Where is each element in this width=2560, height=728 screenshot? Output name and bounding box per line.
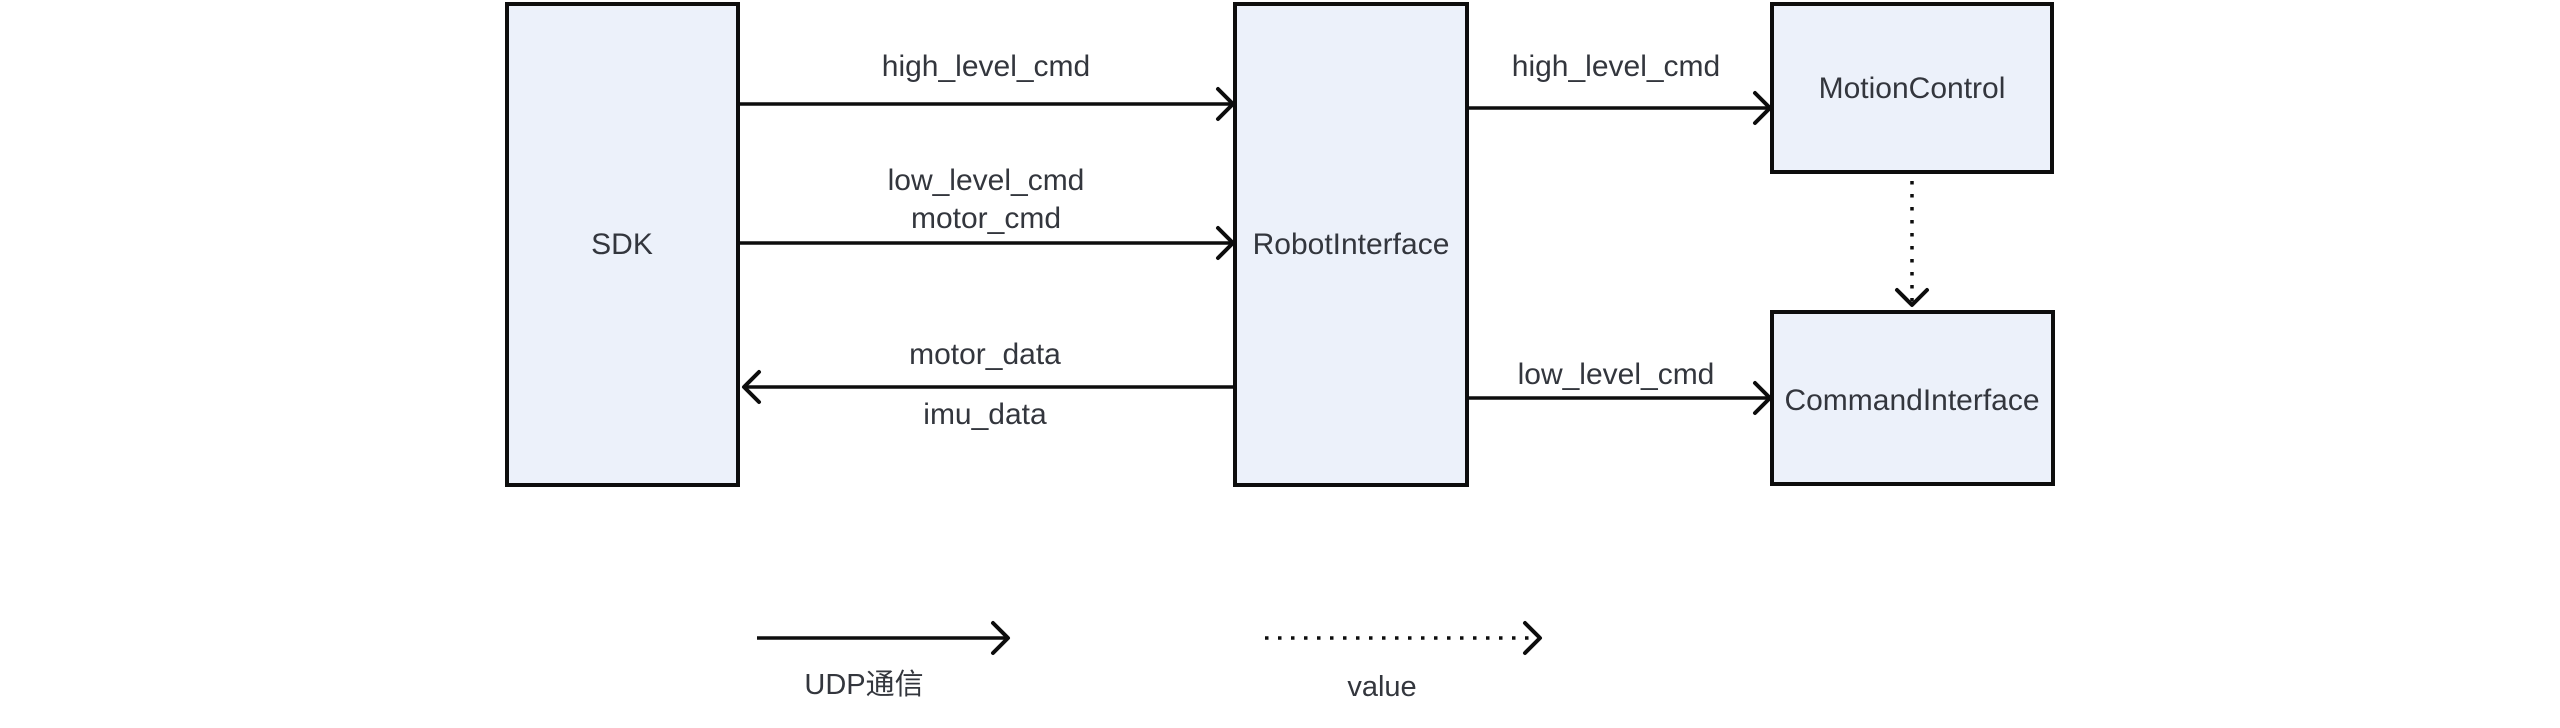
- node-robot-interface-label: RobotInterface: [1253, 228, 1450, 261]
- edge-label-motor-cmd: motor_cmd: [911, 202, 1061, 235]
- arrow-right-icon: [1753, 381, 1772, 415]
- arrow-right-icon: [1523, 621, 1542, 655]
- edge-label-high-level-cmd-1: high_level_cmd: [882, 50, 1090, 83]
- arrow-right-icon: [1753, 91, 1772, 125]
- node-motion-control-box: [1770, 2, 2054, 174]
- edge-label-imu-data: imu_data: [923, 398, 1047, 431]
- arrow-left-icon: [742, 370, 761, 404]
- node-command-interface-box: [1770, 310, 2055, 486]
- legend-solid-label: UDP通信: [804, 668, 923, 701]
- legend-dotted-label: value: [1347, 671, 1416, 703]
- arrow-down-icon: [1895, 288, 1929, 307]
- legend: UDP通信 value: [757, 621, 1542, 703]
- arrow-right-icon: [1216, 87, 1235, 121]
- edge-label-motor-data: motor_data: [909, 338, 1061, 371]
- arrow-right-icon: [991, 621, 1010, 655]
- node-motion-control-label: MotionControl: [1819, 72, 2006, 105]
- node-robot-interface-box: [1233, 2, 1469, 487]
- node-command-interface-label: CommandInterface: [1784, 384, 2039, 417]
- arrow-right-icon: [1216, 226, 1235, 260]
- edge-label-low-level-cmd-1: low_level_cmd: [888, 164, 1085, 197]
- node-sdk-box: [505, 2, 740, 487]
- edge-label-low-level-cmd-2: low_level_cmd: [1518, 358, 1715, 391]
- node-sdk-label: SDK: [591, 228, 653, 261]
- edge-label-high-level-cmd-2: high_level_cmd: [1512, 50, 1720, 83]
